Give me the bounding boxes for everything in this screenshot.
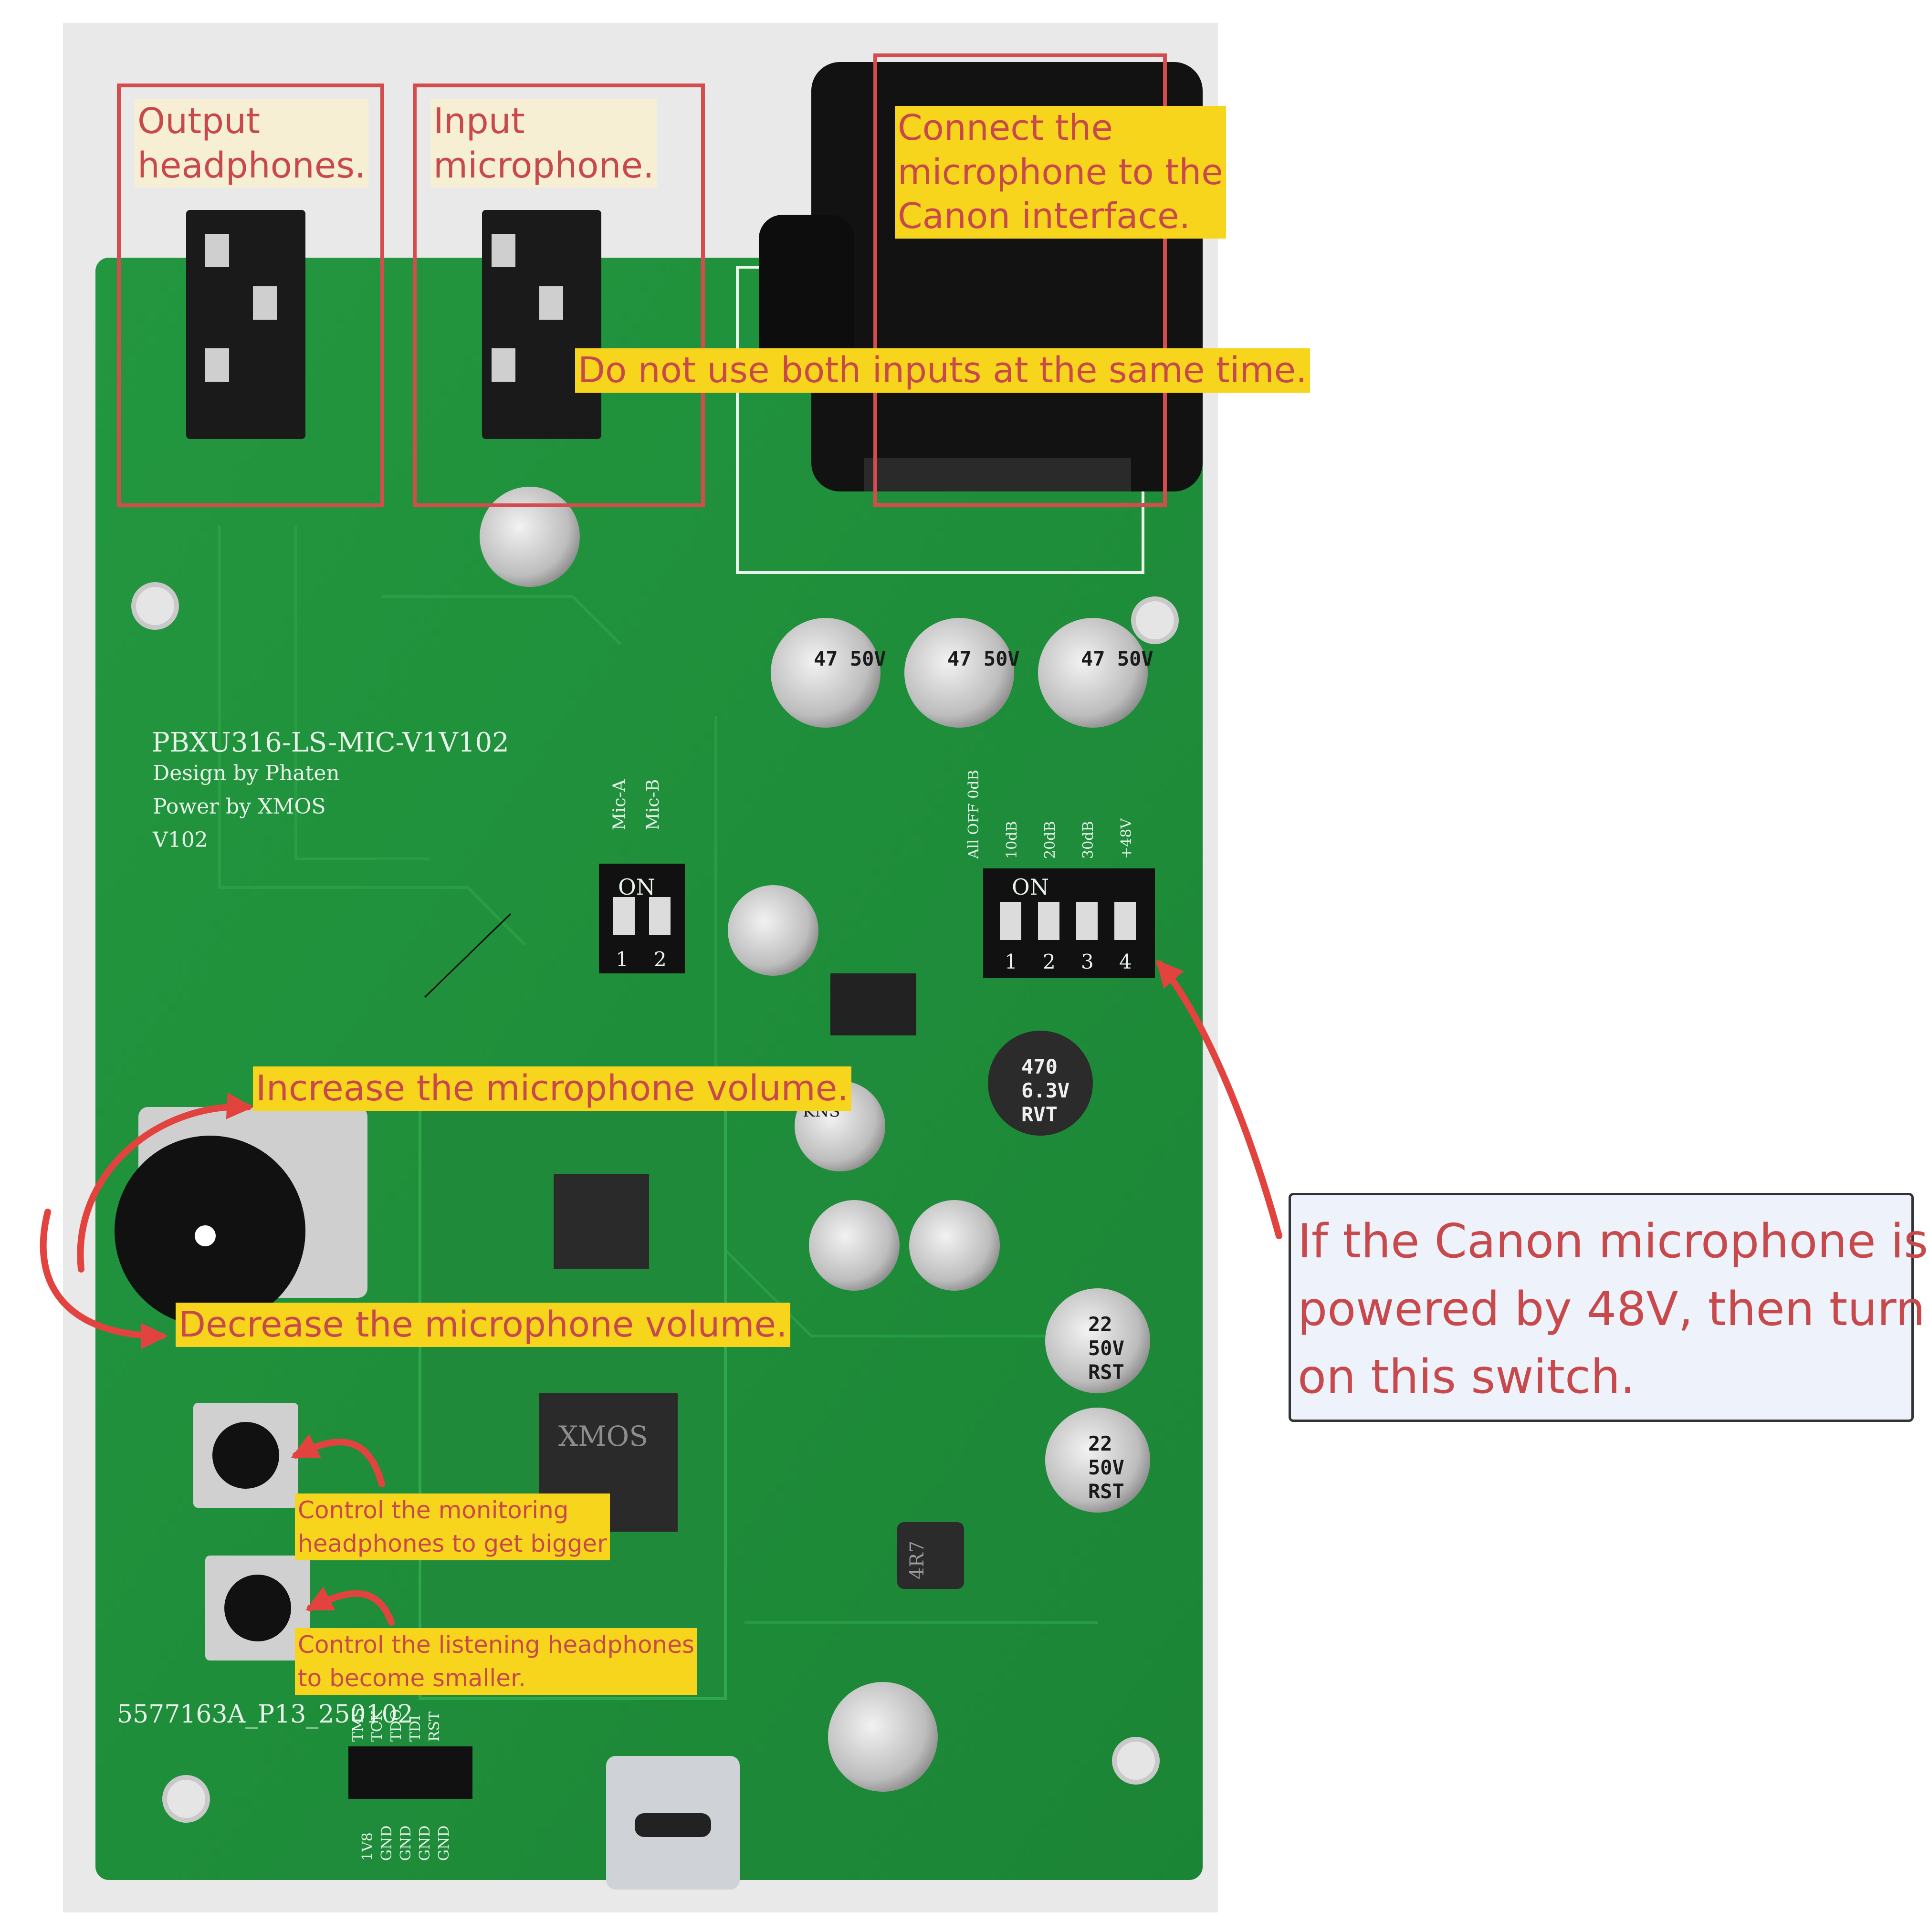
arrow-increase [77,1092,254,1273]
jtag-label-0: TMS [350,1708,367,1742]
pcb-traces [218,525,1098,1624]
jtag-label-1: TCK [369,1710,386,1742]
jtag-bottom-3: GND [417,1826,433,1861]
cap-label-3: 47 50V [1081,647,1153,670]
dip4-label-3: 30dB [1080,821,1097,859]
jtag-label-2: TDO [388,1709,405,1742]
no-both-inputs-label: Do not use both inputs at the same time. [575,348,1310,393]
button-volume-down [205,1556,310,1660]
cap-label-22b: 22 [1088,1432,1112,1455]
increase-volume-label: Increase the microphone volume. [253,1066,851,1111]
switch2-num-2: 2 [654,948,667,971]
switch4-num-2: 2 [1043,950,1056,973]
volume-knob [115,1107,367,1326]
connect-canon-label: Connect the microphone to the Canon inte… [895,106,1226,239]
dip4-label-2: 20dB [1042,821,1059,859]
pcb-model: PBXU316-LS-MIC-V1V102 [152,727,509,758]
cap-label-470: 470 [1021,1055,1058,1078]
cap-label-22a: 22 [1088,1313,1112,1336]
cap-label-2: 47 50V [947,647,1020,670]
capacitor-labels: 47 50V 47 50V 47 50V 470 6.3V RVT 22 50V… [814,647,1153,1503]
silkscreen: PBXU316-LS-MIC-V1V102 Design by Phaten P… [117,727,1135,1861]
arrow-monitor [291,1433,385,1487]
jtag-header [348,1746,472,1799]
arrow-48v [1156,960,1282,1239]
canon-48v-callout: If the Canon microphone is powered by 48… [1289,1193,1929,1422]
dip4-label-0: All OFF 0dB [965,770,982,860]
canon-48v-text: If the Canon microphone is powered by 48… [1298,1214,1929,1405]
input-microphone-box [413,84,705,507]
jtag-label-3: TDI [407,1715,424,1742]
thin-pointer-line [424,913,512,998]
switch4-num-1: 1 [1005,950,1017,973]
inductor-label: 4R7 [906,1541,928,1579]
switch4-on: ON [1012,874,1049,900]
dip4-label-4: +48V [1118,818,1135,859]
microphone-jack [482,210,601,439]
svg-text:50V: 50V [1088,1456,1124,1479]
svg-text:6.3V: 6.3V [1021,1079,1069,1102]
arrow-listen [305,1586,395,1626]
cap-label-1: 47 50V [814,647,886,670]
dip2-label-a: Mic-A [610,779,629,830]
switch2-on: ON [618,874,655,900]
switch2-num-1: 1 [616,948,629,971]
jtag-bottom-2: GND [398,1826,414,1861]
dip4-label-1: 10dB [1004,821,1020,859]
monitor-bigger-label: Control the monitoring headphones to get… [295,1493,610,1560]
output-headphones-label: Output headphones. [135,99,369,188]
pcb-version: V102 [152,828,208,852]
switch4-num-4: 4 [1119,950,1132,973]
jtag-label-4: RST [426,1712,443,1742]
usb-chip [554,1174,649,1269]
pcb-power: Power by XMOS [153,794,326,819]
opamp-chip [830,973,916,1035]
canon-interface-box [873,53,1167,507]
pcb-serial: 5577163A_P13_250102 [117,1700,413,1729]
svg-text:50V: 50V [1088,1337,1124,1360]
mounting-holes [131,582,1179,1823]
svg-text:RST: RST [1088,1480,1124,1503]
annotation-arrows [40,960,1282,1626]
jtag-bottom-1: GND [378,1826,395,1861]
switch4-num-3: 3 [1081,950,1094,973]
arrow-decrease [40,1209,168,1349]
decrease-volume-label: Decrease the microphone volume. [176,1303,790,1347]
input-microphone-label: Input microphone. [430,99,657,188]
button-volume-up [193,1403,298,1508]
dip-switch-2 [599,864,685,973]
svg-text:RST: RST [1088,1360,1124,1384]
inductor [897,1522,964,1589]
pcb-design: Design by Phaten [153,761,340,785]
headphone-jack [186,210,305,439]
jtag-bottom-0: 1V8 [359,1832,376,1861]
dip-switch-4 [983,868,1155,978]
dip2-label-b: Mic-B [643,779,663,830]
output-headphones-box [117,84,384,507]
listen-smaller-label: Control the listening headphones to beco… [295,1628,698,1695]
chip-brand: XMOS [558,1420,648,1452]
svg-text:RVT: RVT [1021,1103,1058,1126]
jtag-bottom-4: GND [436,1826,452,1861]
